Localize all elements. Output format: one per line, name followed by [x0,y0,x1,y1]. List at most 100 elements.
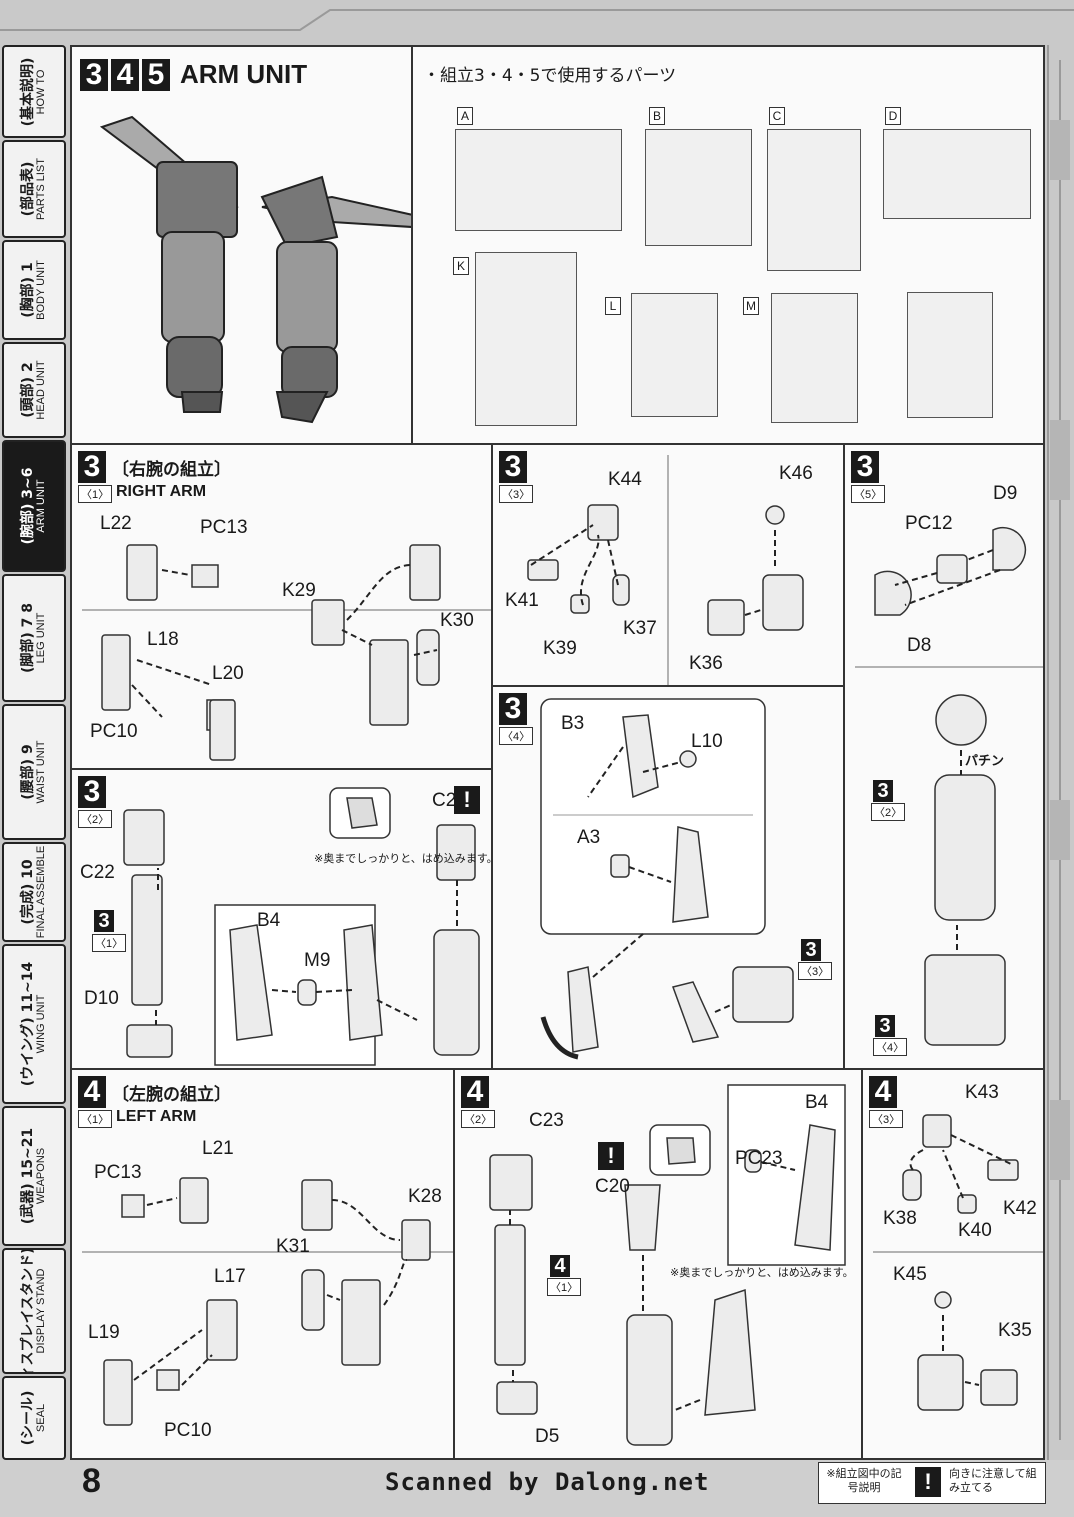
assembly-diagram [82,544,491,761]
part-label: L17 [214,1266,246,1287]
assembly-diagram [540,698,794,1060]
sidebar-tab-jp: (シール) [19,1390,36,1446]
step-number: 3 [851,451,879,483]
step-number: 3 [78,776,106,808]
header-step-num: 3 [80,59,108,91]
sidebar-tab-en: DISPLAY STAND [34,1268,47,1354]
part-label: L20 [212,663,244,684]
step-substep: 〈2〉 [461,1110,496,1128]
sidebar-tab-en: WAIST UNIT [34,740,47,804]
step-substep: 〈5〉 [851,485,886,503]
header-step-num: 4 [111,59,139,91]
step-substep: 〈1〉 [78,485,113,503]
part-label: C23 [529,1110,564,1131]
sidebar-tab-en: LEG UNIT [34,612,47,664]
step-number: 4 [78,1076,106,1108]
caution-icon: ! [454,786,480,814]
step-number: 3 [499,451,527,483]
step-substep: 〈3〉 [499,485,534,503]
part-label: D8 [907,635,932,656]
scan-credit: Scanned by Dalong.net [385,1468,710,1496]
part-label: C22 [80,862,115,883]
part-label: PC13 [94,1162,142,1183]
step-title-jp: 〔右腕の組立〕 [112,460,231,479]
ref-step-number: 3 [801,939,821,961]
snap-sound-label: パチン [965,754,1005,769]
part-label: D5 [535,1426,560,1447]
sidebar-tab-parts-list[interactable]: (部品表)PARTS LIST [2,140,66,238]
runner-tag-l: L [605,297,621,315]
step-substep: 〈4〉 [499,727,534,745]
sidebar-tab-jp: (完成) 10 [19,859,36,925]
sidebar-tab-jp: (武器) 15~21 [19,1127,36,1225]
step-3-3: 3 〈3〉 K44 K46 K41 K39 K37 K36 [491,443,845,687]
sidebar-tab-en: HEAD UNIT [34,360,47,420]
runner-tag-b: B [649,107,665,125]
part-label: D9 [993,483,1018,504]
part-label: PC23 [735,1148,783,1169]
part-label: K36 [689,653,723,674]
part-label: C20 [595,1176,630,1197]
part-label: L22 [100,513,132,534]
sidebar-tab-seal[interactable]: (シール)SEAL [2,1376,66,1460]
part-label: B4 [805,1092,829,1113]
part-label: B4 [257,910,281,931]
step-3-5: 3 〈5〉 D9 PC12 D8 パチン 3 〈2〉 3 〈4〉 [843,443,1045,1070]
ref-substep: 〈1〉 [547,1278,582,1296]
runner-pc [907,292,993,418]
legend-caption: ※組立図中の記号説明 [826,1467,902,1494]
runner-c [767,129,861,271]
step-substep: 〈2〉 [78,810,113,828]
ref-substep: 〈3〉 [798,962,833,980]
sidebar-tab-how-to[interactable]: (基本説明)HOW TO [2,45,66,138]
part-label: K45 [893,1264,927,1285]
ref-substep: 〈4〉 [873,1038,908,1056]
part-label: K29 [282,580,316,601]
step-3-2: 3 〈2〉 C21 ! C22 D10 B4 M9 ※奥までしっかりと、はめ込み… [70,768,493,1070]
step-substep: 〈3〉 [869,1110,904,1128]
runner-tag-a: A [457,107,473,125]
step-4-1-left-arm: 4 〈1〉 〔左腕の組立〕 LEFT ARM L21 PC13 K28 K31 … [70,1068,455,1460]
step-substep: 〈1〉 [78,1110,113,1128]
arm-render-illustration [99,115,411,424]
runner-d [883,129,1031,219]
part-label: L10 [691,731,723,752]
sidebar-tab-en: FINAL ASSEMBLE [34,845,47,939]
legend-description: 向きに注意して組み立てる [949,1467,1037,1494]
assembly-diagram [873,1114,1043,1411]
page-number: 8 [82,1462,101,1500]
step-4-3: 4 〈3〉 K43 K38 K40 K42 K45 K35 [861,1068,1045,1460]
sidebar-tab-jp: (基本説明) [19,57,36,126]
part-label: K28 [408,1186,442,1207]
runner-m [771,293,858,423]
part-label: A3 [577,827,601,848]
step-title-jp: 〔左腕の組立〕 [112,1085,231,1104]
runner-tag-k: K [453,257,469,275]
parts-runner-cell: ・組立3・4・5で使用するパーツ A B C D K L M PC [411,45,1045,445]
runner-tag-m: M [743,297,759,315]
step-number: 4 [869,1076,897,1108]
part-label: PC10 [90,721,138,742]
caution-icon: ! [598,1142,624,1170]
part-label: K41 [505,590,539,611]
assembly-diagram [123,787,480,1066]
ref-step-number: 3 [94,910,114,932]
runner-k [475,252,577,426]
step-number: 4 [461,1076,489,1108]
runner-tag-d: D [885,107,901,125]
runner-a [455,129,622,231]
part-label: K43 [965,1082,999,1103]
part-label: PC10 [164,1420,212,1441]
step-3-1-right-arm: 3 〈1〉 〔右腕の組立〕 RIGHT ARM L22 PC13 K29 K30… [70,443,493,770]
assembly-diagram [82,1177,453,1426]
